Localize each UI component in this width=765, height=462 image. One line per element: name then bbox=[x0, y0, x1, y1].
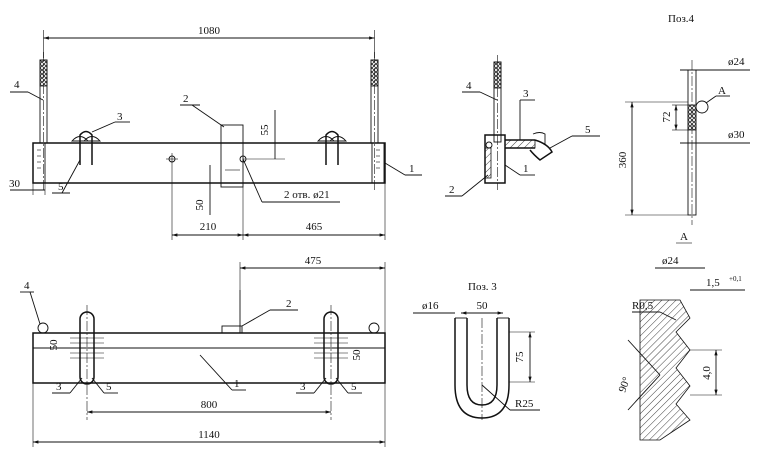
ubolt-right bbox=[325, 130, 339, 165]
bracket-pos2 bbox=[220, 124, 244, 188]
pos3-h75: 75 bbox=[514, 351, 526, 363]
pos3-r25: R25 bbox=[515, 398, 534, 410]
beam-front bbox=[32, 142, 386, 184]
callout-1: 1 bbox=[409, 163, 415, 175]
side-view: 4 3 5 1 2 bbox=[445, 55, 600, 197]
detail-r05: R0,5 bbox=[632, 300, 654, 312]
dim-50-front: 50 bbox=[194, 199, 206, 211]
plan-dim-475: 475 bbox=[305, 255, 322, 267]
plan-callout-5b: 5 bbox=[351, 381, 357, 393]
bracket-side bbox=[484, 147, 492, 179]
side-callout-4: 4 bbox=[466, 80, 472, 92]
pos4-d30: ø30 bbox=[728, 129, 745, 141]
pos3-w50: 50 bbox=[477, 300, 489, 312]
detail-d24: ø24 bbox=[662, 255, 679, 267]
detail-a: A ø24 1,5 +0,1 R0,5 90° 4,0 bbox=[617, 231, 745, 441]
side-callout-1: 1 bbox=[523, 163, 529, 175]
plan-dim-50-right: 50 bbox=[351, 349, 363, 361]
plan-callout-5a: 5 bbox=[106, 381, 112, 393]
plan-dim-1140: 1140 bbox=[198, 429, 220, 441]
view-mark-a: A bbox=[718, 85, 726, 97]
dim-1080: 1080 bbox=[198, 25, 221, 37]
dim-210: 210 bbox=[200, 221, 217, 233]
plan-callout-4: 4 bbox=[24, 280, 30, 292]
pos4-d24: ø24 bbox=[728, 56, 745, 68]
beam-end-left bbox=[32, 142, 46, 184]
pos3-detail: Поз. 3 ø16 50 75 R25 bbox=[413, 281, 540, 420]
holes-note: 2 отв. ø21 bbox=[284, 189, 330, 201]
side-callout-2: 2 bbox=[449, 184, 455, 196]
detail-a-title: A bbox=[680, 231, 688, 243]
pos4-detail: Поз.4 A ø24 ø30 360 72 bbox=[617, 13, 750, 225]
rivet-marks bbox=[37, 149, 380, 169]
plan-dim-50-left: 50 bbox=[48, 339, 60, 351]
pos3-title: Поз. 3 bbox=[468, 281, 497, 293]
callout-2: 2 bbox=[183, 93, 189, 105]
plan-callout-2: 2 bbox=[286, 298, 292, 310]
side-callout-5: 5 bbox=[585, 124, 591, 136]
callout-4: 4 bbox=[14, 79, 20, 91]
dim-465: 465 bbox=[306, 221, 323, 233]
pos4-h360: 360 bbox=[617, 151, 629, 168]
pos3-d16: ø16 bbox=[422, 300, 439, 312]
thread-profile bbox=[639, 299, 691, 441]
pos4-h72: 72 bbox=[661, 112, 673, 123]
plan-callout-3b: 3 bbox=[300, 381, 306, 393]
plan-view: 475 800 1140 50 50 4 2 1 3 5 3 5 bbox=[20, 255, 386, 447]
plan-dim-800: 800 bbox=[201, 399, 218, 411]
beam-end-right bbox=[371, 142, 385, 184]
callout-5: 5 bbox=[58, 181, 64, 193]
plan-callout-3a: 3 bbox=[56, 381, 62, 393]
pos4-title: Поз.4 bbox=[668, 13, 695, 25]
hole-marks bbox=[166, 153, 247, 165]
plan-callout-1: 1 bbox=[234, 378, 240, 390]
side-callout-3: 3 bbox=[523, 88, 529, 100]
detail-depth: 4,0 bbox=[701, 366, 713, 380]
front-view: 1080 30 55 50 210 465 2 отв. ø21 4 3 5 bbox=[9, 25, 422, 240]
ubolt-left bbox=[79, 130, 93, 165]
dim-30: 30 bbox=[9, 178, 21, 190]
dim-55: 55 bbox=[259, 124, 271, 136]
detail-pitch: 1,5 bbox=[706, 277, 720, 289]
callout-3: 3 bbox=[117, 111, 123, 123]
detail-angle: 90° bbox=[617, 375, 634, 394]
detail-tol: +0,1 bbox=[729, 275, 742, 283]
